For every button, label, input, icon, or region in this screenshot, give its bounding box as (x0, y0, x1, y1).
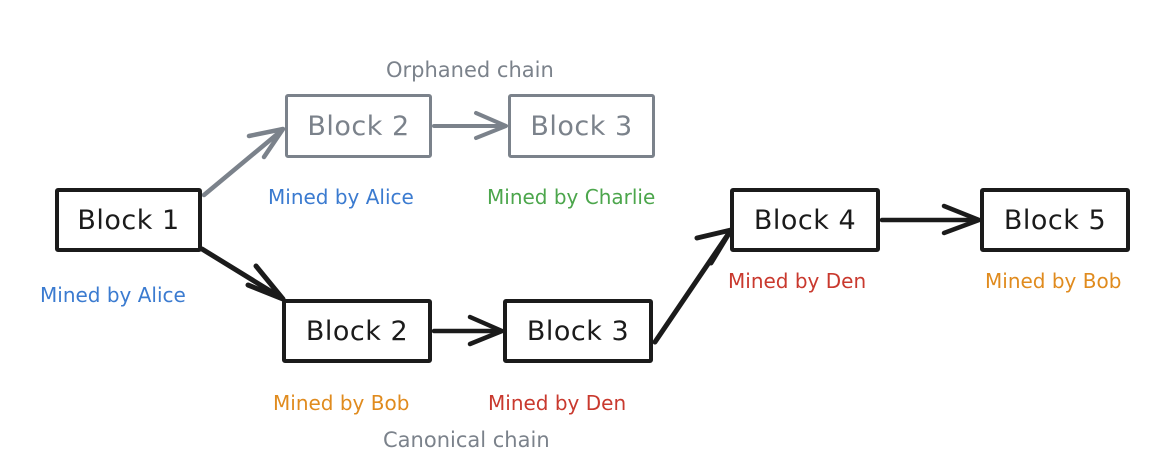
block-label: Block 3 (530, 110, 633, 142)
block-label: Block 1 (77, 204, 180, 236)
block-caption-block-1: Mined by Alice (40, 283, 186, 307)
canonical-chain-label: Canonical chain (383, 428, 550, 452)
block-node-block-5[interactable]: Block 5 (980, 188, 1130, 252)
orphaned-chain-label: Orphaned chain (386, 58, 554, 82)
block-caption-canonical-block-3: Mined by Den (488, 391, 627, 415)
arrow-orphan2-to-orphan3 (432, 111, 508, 140)
block-label: Block 2 (305, 315, 409, 347)
block-caption-block-5: Mined by Bob (985, 269, 1122, 293)
block-label: Block 4 (753, 204, 857, 236)
block-caption-orphan-block-2: Mined by Alice (268, 185, 414, 209)
block-label: Block 2 (307, 110, 410, 142)
block-label: Block 3 (526, 315, 630, 347)
block-node-block-1[interactable]: Block 1 (55, 188, 202, 252)
block-caption-block-4: Mined by Den (728, 269, 867, 293)
block-caption-orphan-block-3: Mined by Charlie (487, 185, 656, 209)
block-caption-canonical-block-2: Mined by Bob (273, 391, 410, 415)
block-label: Block 5 (1003, 204, 1107, 236)
block-node-block-4[interactable]: Block 4 (730, 188, 880, 252)
arrow-canonical3-to-block4 (652, 227, 734, 345)
arrow-block4-to-block5 (879, 203, 982, 236)
block-node-canonical-block-3[interactable]: Block 3 (503, 299, 653, 363)
arrow-canonical2-to-canonical3 (431, 314, 505, 347)
block-node-orphan-block-2[interactable]: Block 2 (285, 94, 432, 158)
arrow-block1-to-canonical2 (199, 246, 286, 302)
block-node-orphan-block-3[interactable]: Block 3 (508, 94, 655, 158)
block-node-canonical-block-2[interactable]: Block 2 (282, 299, 432, 363)
